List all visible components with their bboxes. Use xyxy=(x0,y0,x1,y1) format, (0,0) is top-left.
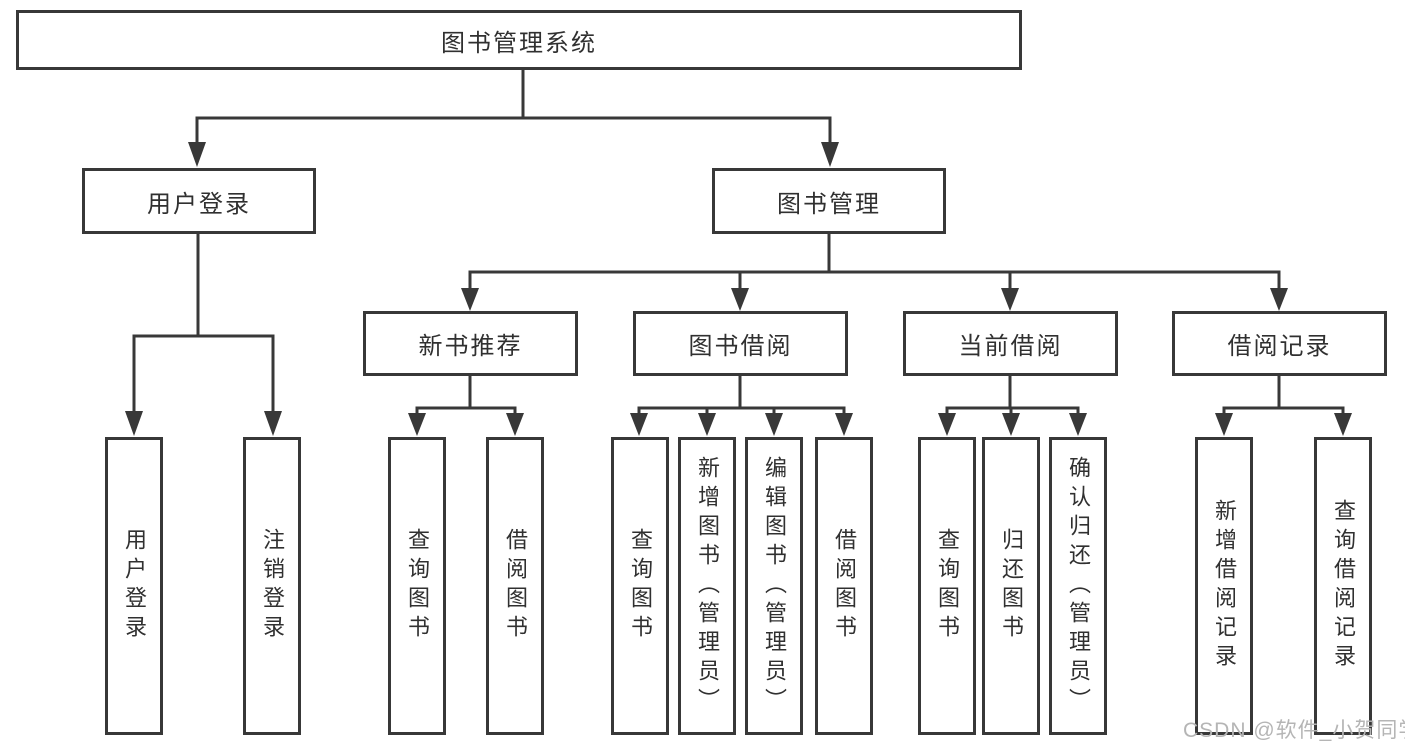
node-borrow-records: 借阅记录 xyxy=(1172,311,1387,376)
node-leaf-borrow-book: 借阅图书 xyxy=(815,437,873,735)
node-leaf-return-book: 归还图书 xyxy=(982,437,1040,735)
node-leaf-add-book-admin: 新增图书（管理员） xyxy=(678,437,736,735)
node-leaf-edit-book-admin: 编辑图书（管理员） xyxy=(745,437,803,735)
arrowheads xyxy=(125,142,1352,436)
node-leaf-confirm-return-admin: 确认归还（管理员） xyxy=(1049,437,1107,735)
node-user-login: 用户登录 xyxy=(82,168,316,234)
node-leaf-query-books-borrow: 查询图书 xyxy=(611,437,669,735)
node-current-borrow: 当前借阅 xyxy=(903,311,1118,376)
csdn-watermark: CSDN @软件_小贺同学 xyxy=(1183,719,1405,742)
node-leaf-query-borrow-record: 查询借阅记录 xyxy=(1314,437,1372,735)
node-book-borrow: 图书借阅 xyxy=(633,311,848,376)
node-leaf-add-borrow-record: 新增借阅记录 xyxy=(1195,437,1253,735)
node-book-management: 图书管理 xyxy=(712,168,946,234)
node-library-system: 图书管理系统 xyxy=(16,10,1022,70)
node-leaf-query-books-recommend: 查询图书 xyxy=(388,437,446,735)
node-leaf-user-login: 用户登录 xyxy=(105,437,163,735)
node-new-book-recommend: 新书推荐 xyxy=(363,311,578,376)
node-leaf-query-books-current: 查询图书 xyxy=(918,437,976,735)
node-leaf-borrow-books-recommend: 借阅图书 xyxy=(486,437,544,735)
node-leaf-logout: 注销登录 xyxy=(243,437,301,735)
